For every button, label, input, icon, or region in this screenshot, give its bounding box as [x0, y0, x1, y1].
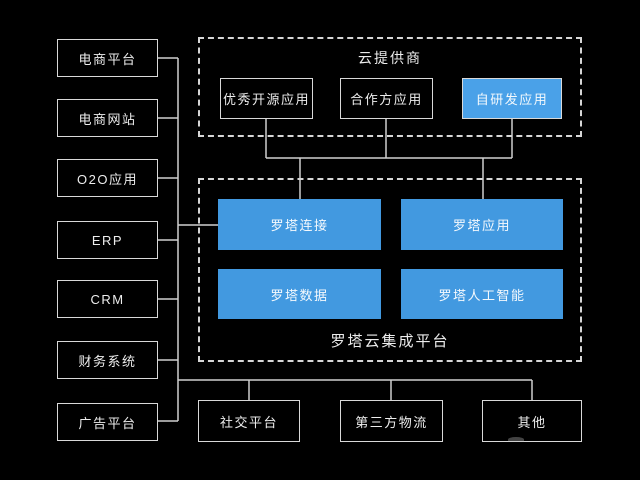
node-crm: CRM [57, 280, 158, 318]
node-social-platform: 社交平台 [198, 400, 300, 442]
node-finance-system: 财务系统 [57, 341, 158, 379]
node-erp: ERP [57, 221, 158, 259]
node-selfdev-app: 自研发应用 [462, 78, 562, 119]
node-ecommerce-website: 电商网站 [57, 99, 158, 137]
node-opensource-app: 优秀开源应用 [220, 78, 313, 119]
node-ad-platform: 广告平台 [57, 403, 158, 441]
node-rota-app: 罗塔应用 [401, 199, 563, 250]
watermark-smudge [508, 437, 524, 442]
node-partner-app: 合作方应用 [340, 78, 433, 119]
integration-platform-title: 罗塔云集成平台 [330, 333, 450, 350]
node-ecommerce-platform: 电商平台 [57, 39, 158, 77]
group-integration-platform: 罗塔云集成平台 [198, 178, 582, 362]
node-others: 其他 [482, 400, 582, 442]
node-o2o-app: O2O应用 [57, 159, 158, 197]
cloud-provider-title: 云提供商 [358, 50, 422, 66]
group-cloud-provider: 云提供商 [198, 37, 582, 137]
node-rota-connect: 罗塔连接 [218, 199, 381, 250]
node-rota-ai: 罗塔人工智能 [401, 269, 563, 319]
node-rota-data: 罗塔数据 [218, 269, 381, 319]
node-thirdparty-logistics: 第三方物流 [340, 400, 443, 442]
